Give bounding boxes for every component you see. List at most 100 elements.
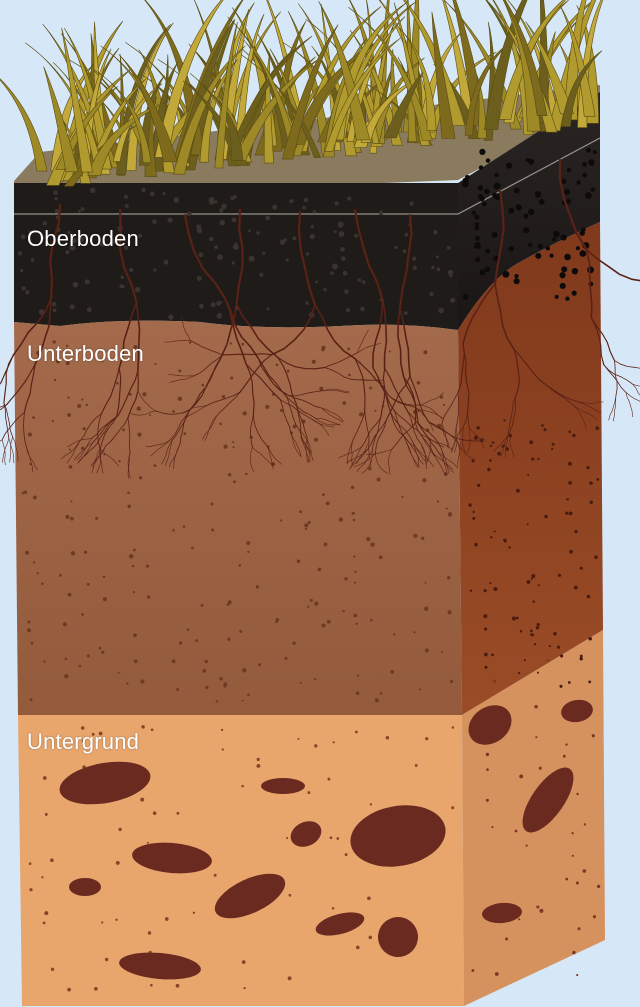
speckle xyxy=(41,582,44,585)
speckle xyxy=(214,245,218,249)
speckle xyxy=(228,600,232,604)
speckle xyxy=(292,236,296,240)
speckle xyxy=(85,279,90,284)
speckle xyxy=(568,481,572,485)
speckle xyxy=(563,755,566,758)
speckle xyxy=(594,555,598,559)
speckle xyxy=(484,666,487,669)
speckle xyxy=(549,645,551,647)
speckle xyxy=(571,832,573,834)
speckle xyxy=(368,467,372,471)
speckle xyxy=(266,307,269,310)
speckle xyxy=(137,433,141,437)
speckle xyxy=(65,658,68,661)
speckle xyxy=(404,311,408,315)
speckle xyxy=(546,246,551,251)
speckle xyxy=(351,486,354,489)
speckle xyxy=(259,273,263,277)
speckle xyxy=(569,511,573,515)
speckle xyxy=(289,199,293,203)
speckle xyxy=(286,837,288,839)
speckle xyxy=(591,188,595,192)
speckle xyxy=(308,521,311,524)
speckle xyxy=(53,309,57,313)
speckle xyxy=(152,219,157,224)
speckle xyxy=(87,654,90,657)
speckle xyxy=(451,806,454,809)
speckle xyxy=(247,694,250,697)
speckle xyxy=(150,984,153,987)
speckle xyxy=(146,564,149,567)
speckle xyxy=(221,204,226,209)
speckle xyxy=(59,574,62,577)
speckle xyxy=(275,620,278,623)
speckle xyxy=(560,234,566,240)
speckle xyxy=(354,234,358,238)
speckle xyxy=(223,444,227,448)
speckle xyxy=(572,951,575,954)
speckle xyxy=(425,737,428,740)
speckle xyxy=(537,672,539,674)
speckle xyxy=(526,580,530,584)
speckle xyxy=(592,734,595,737)
speckle xyxy=(176,688,179,691)
speckle xyxy=(544,515,548,519)
speckle xyxy=(326,502,330,506)
speckle xyxy=(69,449,71,451)
speckle xyxy=(447,246,451,250)
speckle xyxy=(45,813,48,816)
speckle xyxy=(412,257,416,261)
speckle xyxy=(593,150,597,154)
speckle xyxy=(54,379,56,381)
speckle xyxy=(63,622,67,626)
speckle xyxy=(588,159,594,165)
speckle xyxy=(305,528,307,530)
speckle xyxy=(341,256,346,261)
speckle xyxy=(582,162,587,167)
speckle xyxy=(327,778,330,781)
speckle xyxy=(50,858,54,862)
speckle xyxy=(447,576,450,579)
speckle xyxy=(334,230,337,233)
speckle xyxy=(369,936,373,940)
speckle xyxy=(343,271,348,276)
speckle xyxy=(494,530,496,532)
speckle xyxy=(448,512,452,516)
speckle xyxy=(122,428,125,431)
speckle xyxy=(27,620,30,623)
speckle xyxy=(389,350,391,352)
speckle xyxy=(494,183,501,190)
speckle xyxy=(423,350,427,354)
speckle xyxy=(489,582,491,584)
speckle xyxy=(219,677,223,681)
speckle xyxy=(52,302,57,307)
speckle xyxy=(321,623,325,627)
speckle xyxy=(217,254,223,260)
speckle xyxy=(572,290,577,295)
speckle xyxy=(154,363,156,365)
speckle xyxy=(183,432,186,435)
speckle xyxy=(508,546,510,548)
speckle xyxy=(327,620,331,624)
speckle xyxy=(421,537,424,540)
speckle xyxy=(526,158,530,162)
speckle xyxy=(539,909,543,913)
speckle xyxy=(360,307,365,312)
speckle xyxy=(514,278,520,284)
speckle xyxy=(367,896,371,900)
root xyxy=(615,361,640,372)
speckle xyxy=(576,974,578,976)
speckle xyxy=(519,774,523,778)
speckle xyxy=(101,651,104,654)
speckle xyxy=(140,798,144,802)
speckle xyxy=(230,196,234,200)
speckle xyxy=(335,201,339,205)
speckle xyxy=(379,555,383,559)
root xyxy=(604,365,633,385)
speckle xyxy=(262,252,266,256)
speckle xyxy=(87,583,90,586)
speckle xyxy=(30,698,33,701)
speckle xyxy=(576,180,580,184)
subsoil-label: Unterboden xyxy=(27,341,144,367)
speckle xyxy=(535,191,541,197)
